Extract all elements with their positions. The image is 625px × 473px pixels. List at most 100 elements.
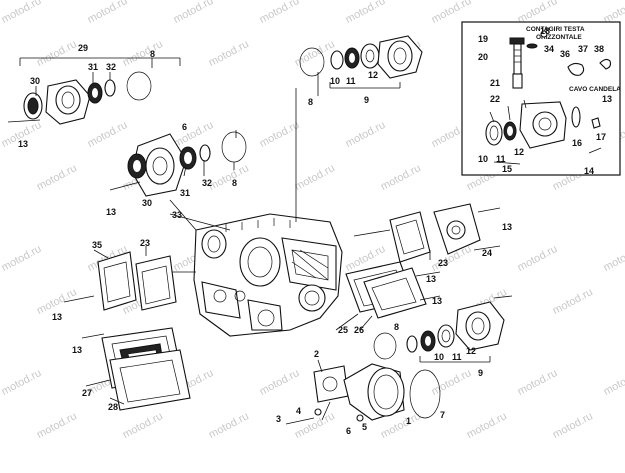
part-label: 32	[202, 178, 212, 188]
part-label: 32	[106, 62, 116, 72]
part-label: 2	[314, 349, 319, 359]
part-label: 12	[368, 70, 378, 80]
watermark-text: motod.ru	[35, 162, 79, 193]
part-label: 6	[346, 426, 351, 436]
watermark-text: motod.ru	[172, 119, 216, 150]
part-label: 13	[602, 94, 612, 104]
part-label: 9	[478, 368, 483, 378]
part-label: 37	[578, 44, 588, 54]
watermark-text: motod.ru	[379, 162, 423, 193]
part-label: 27	[82, 388, 92, 398]
part-label: 9	[364, 95, 369, 105]
watermark-text: motod.ru	[0, 367, 43, 398]
part-label: 30	[142, 198, 152, 208]
watermark-text: motod.ru	[516, 243, 560, 274]
part-label: 28	[108, 402, 118, 412]
part-label: 10	[478, 154, 488, 164]
part-label: 14	[584, 166, 594, 176]
leader-lines	[35, 58, 527, 421]
part-label: 34	[544, 44, 554, 54]
watermark-text: motod.ru	[207, 162, 251, 193]
gasket-plates-right	[345, 261, 441, 319]
inset-header-cable: CAVO CANDELA	[569, 86, 621, 93]
part-label: 4	[296, 406, 301, 416]
part-label: 22	[490, 94, 500, 104]
watermark-text: motod.ru	[516, 367, 560, 398]
part-label: 1	[406, 416, 411, 426]
part-label: 5	[362, 422, 367, 432]
part-label: 3	[276, 414, 281, 424]
part-label: 23	[140, 238, 150, 248]
part-label: 31	[180, 188, 190, 198]
part-label: 38	[594, 44, 604, 54]
part-label: 11	[346, 76, 356, 86]
part-label: 13	[106, 207, 116, 217]
part-label: 6	[182, 122, 187, 132]
watermark-text: motod.ru	[172, 0, 216, 26]
part-label: 33	[172, 210, 182, 220]
watermark-text: motod.ru	[551, 410, 595, 441]
part-label: 35	[92, 240, 102, 250]
part-label: 13	[426, 274, 436, 284]
inset-cover-part	[485, 58, 612, 154]
watermark-text: motod.ru	[207, 410, 251, 441]
part-label: 29	[78, 43, 88, 53]
part-label: 11	[452, 352, 462, 362]
watermark-text: motod.ru	[35, 38, 79, 69]
part-label: 8	[150, 49, 155, 59]
part-label: 36	[560, 49, 570, 59]
watermark-text: motod.ru	[207, 38, 251, 69]
inset-header-line1: CONTAGIRI TESTA	[526, 26, 585, 33]
part-label: 13	[52, 312, 62, 322]
part-label: 17	[596, 132, 606, 142]
part-label: 15	[502, 164, 512, 174]
part-label: 12	[514, 147, 524, 157]
part-label: 10	[330, 76, 340, 86]
part-label: 11	[496, 154, 506, 164]
part-label: 16	[572, 138, 582, 148]
watermark-text: motod.ru	[293, 162, 337, 193]
part-label: 13	[18, 139, 28, 149]
part-label: 18	[540, 26, 550, 36]
watermark-text: motod.ru	[121, 410, 165, 441]
watermark-text: motod.ru	[258, 0, 302, 26]
watermark-text: motod.ru	[121, 38, 165, 69]
part-label: 25	[338, 325, 348, 335]
tachometer-drive-part	[509, 30, 548, 89]
inset-header-line2: ORIZZONTALE	[536, 34, 582, 41]
part-label: 26	[354, 325, 364, 335]
watermark-text: motod.ru	[258, 367, 302, 398]
watermark-text: motod.ru	[344, 0, 388, 26]
exhaust-manifold-bottom	[285, 363, 441, 425]
intake-plate-lower-left	[81, 327, 191, 411]
part-label: 7	[440, 410, 445, 420]
part-label: 10	[434, 352, 444, 362]
part-label: 13	[432, 296, 442, 306]
assembly-29-top-left	[7, 57, 181, 125]
part-number-labels: 29 8 30 31 32 13 6 31 32 8 30 13 33 8 10…	[18, 26, 612, 436]
inset-detail: CONTAGIRI TESTA ORIZZONTALE CAVO CANDELA	[461, 21, 621, 176]
watermark-text: motod.ru	[602, 243, 625, 274]
cylinder-head-block	[193, 213, 343, 337]
watermark-text: motod.ru	[602, 367, 625, 398]
watermark-text: motod.ru	[0, 243, 43, 274]
assembly-left-mid	[109, 131, 247, 197]
watermark-text: motod.ru	[465, 410, 509, 441]
part-label: 8	[394, 322, 399, 332]
part-label: 13	[502, 222, 512, 232]
watermark-text: motod.ru	[0, 0, 43, 26]
part-label: 31	[88, 62, 98, 72]
watermark-text: motod.ru	[86, 119, 130, 150]
part-label: 23	[438, 258, 448, 268]
part-label: 24	[482, 248, 492, 258]
watermark-text: motod.ru	[258, 119, 302, 150]
assembly-9-lower-right	[373, 295, 513, 363]
watermark-text: motod.ru	[293, 38, 337, 69]
part-label: 30	[30, 76, 40, 86]
watermark-text: motod.ru	[86, 0, 130, 26]
part-label: 12	[466, 346, 476, 356]
part-label: 13	[72, 345, 82, 355]
assembly-9-top	[299, 35, 423, 89]
